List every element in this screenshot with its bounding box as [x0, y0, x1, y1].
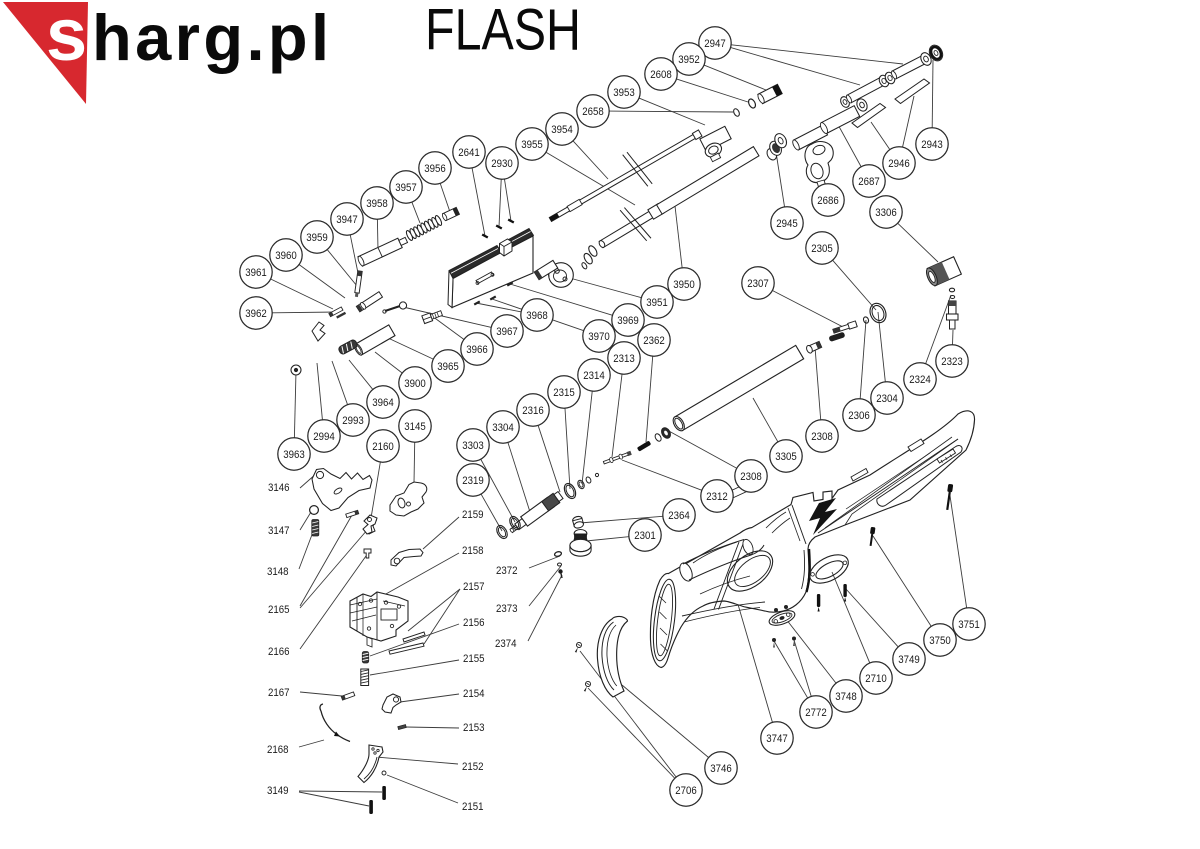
- svg-text:3958: 3958: [366, 198, 388, 210]
- svg-text:2373: 2373: [496, 603, 518, 615]
- svg-text:3746: 3746: [710, 763, 732, 775]
- svg-text:2314: 2314: [583, 370, 605, 382]
- svg-text:2710: 2710: [865, 673, 887, 685]
- svg-text:3306: 3306: [875, 207, 897, 219]
- svg-text:2168: 2168: [267, 744, 289, 756]
- svg-text:2323: 2323: [941, 356, 963, 368]
- svg-text:3970: 3970: [588, 331, 610, 343]
- svg-text:2993: 2993: [342, 415, 364, 427]
- svg-text:2165: 2165: [268, 604, 290, 616]
- svg-text:2374: 2374: [495, 638, 517, 650]
- svg-text:2156: 2156: [463, 617, 485, 629]
- svg-text:2641: 2641: [458, 147, 480, 159]
- svg-text:2372: 2372: [496, 565, 518, 577]
- svg-text:2658: 2658: [582, 106, 604, 118]
- svg-text:3965: 3965: [437, 361, 459, 373]
- svg-text:3956: 3956: [424, 163, 446, 175]
- svg-text:3954: 3954: [551, 124, 573, 136]
- svg-text:2308: 2308: [740, 471, 762, 483]
- svg-text:3303: 3303: [462, 440, 484, 452]
- svg-text:3146: 3146: [268, 482, 290, 494]
- svg-text:3953: 3953: [613, 87, 635, 99]
- svg-text:2154: 2154: [463, 688, 485, 700]
- svg-text:3961: 3961: [245, 267, 267, 279]
- svg-text:2945: 2945: [776, 218, 798, 230]
- svg-text:2313: 2313: [613, 353, 635, 365]
- svg-text:harg.pl: harg.pl: [92, 1, 332, 74]
- svg-text:3147: 3147: [268, 525, 290, 537]
- svg-text:3947: 3947: [336, 214, 358, 226]
- svg-text:3966: 3966: [466, 344, 488, 356]
- svg-text:2158: 2158: [462, 545, 484, 557]
- svg-text:3748: 3748: [835, 691, 857, 703]
- svg-text:3967: 3967: [496, 326, 518, 338]
- svg-text:3304: 3304: [492, 422, 514, 434]
- svg-text:2304: 2304: [876, 393, 898, 405]
- svg-text:2152: 2152: [462, 761, 484, 773]
- svg-text:2706: 2706: [675, 785, 697, 797]
- svg-text:2947: 2947: [704, 38, 726, 50]
- svg-text:2308: 2308: [811, 431, 833, 443]
- svg-text:3968: 3968: [526, 310, 548, 322]
- svg-text:2155: 2155: [463, 653, 485, 665]
- svg-text:3951: 3951: [646, 297, 668, 309]
- svg-text:3964: 3964: [372, 397, 394, 409]
- svg-text:2159: 2159: [462, 509, 484, 521]
- svg-text:3305: 3305: [775, 451, 797, 463]
- svg-text:2157: 2157: [463, 581, 485, 593]
- svg-text:3749: 3749: [898, 654, 920, 666]
- svg-text:2306: 2306: [848, 410, 870, 422]
- svg-text:2946: 2946: [888, 158, 910, 170]
- svg-text:2160: 2160: [372, 441, 394, 453]
- svg-text:2301: 2301: [634, 530, 656, 542]
- svg-text:s: s: [46, 0, 87, 76]
- svg-text:2315: 2315: [553, 387, 575, 399]
- svg-text:2687: 2687: [858, 176, 880, 188]
- svg-text:3149: 3149: [267, 785, 289, 797]
- svg-text:3969: 3969: [617, 315, 639, 327]
- svg-text:3963: 3963: [283, 449, 305, 461]
- svg-text:3751: 3751: [958, 619, 980, 631]
- svg-text:3955: 3955: [521, 139, 543, 151]
- svg-text:3145: 3145: [404, 421, 426, 433]
- svg-text:2772: 2772: [805, 707, 827, 719]
- svg-text:2153: 2153: [463, 722, 485, 734]
- svg-text:3952: 3952: [678, 54, 700, 66]
- svg-text:2943: 2943: [921, 139, 943, 151]
- svg-text:2312: 2312: [706, 491, 728, 503]
- svg-text:2364: 2364: [668, 510, 690, 522]
- svg-text:2362: 2362: [643, 335, 665, 347]
- svg-text:2994: 2994: [313, 431, 335, 443]
- svg-text:2686: 2686: [817, 195, 839, 207]
- svg-text:3950: 3950: [673, 279, 695, 291]
- svg-text:3959: 3959: [306, 232, 328, 244]
- svg-text:2608: 2608: [650, 69, 672, 81]
- svg-text:2166: 2166: [268, 646, 290, 658]
- svg-text:2316: 2316: [522, 405, 544, 417]
- svg-text:3148: 3148: [267, 566, 289, 578]
- svg-text:2319: 2319: [462, 475, 484, 487]
- svg-text:2930: 2930: [491, 158, 513, 170]
- svg-text:3750: 3750: [929, 635, 951, 647]
- svg-text:2324: 2324: [909, 374, 931, 386]
- svg-text:3900: 3900: [404, 378, 426, 390]
- svg-text:3957: 3957: [395, 182, 417, 194]
- svg-text:2307: 2307: [747, 278, 769, 290]
- svg-text:3960: 3960: [275, 250, 297, 262]
- svg-text:FLASH: FLASH: [425, 0, 581, 62]
- svg-text:3962: 3962: [245, 308, 267, 320]
- svg-text:3747: 3747: [766, 733, 788, 745]
- svg-text:2167: 2167: [268, 687, 290, 699]
- svg-text:2151: 2151: [462, 801, 484, 813]
- svg-text:2305: 2305: [811, 243, 833, 255]
